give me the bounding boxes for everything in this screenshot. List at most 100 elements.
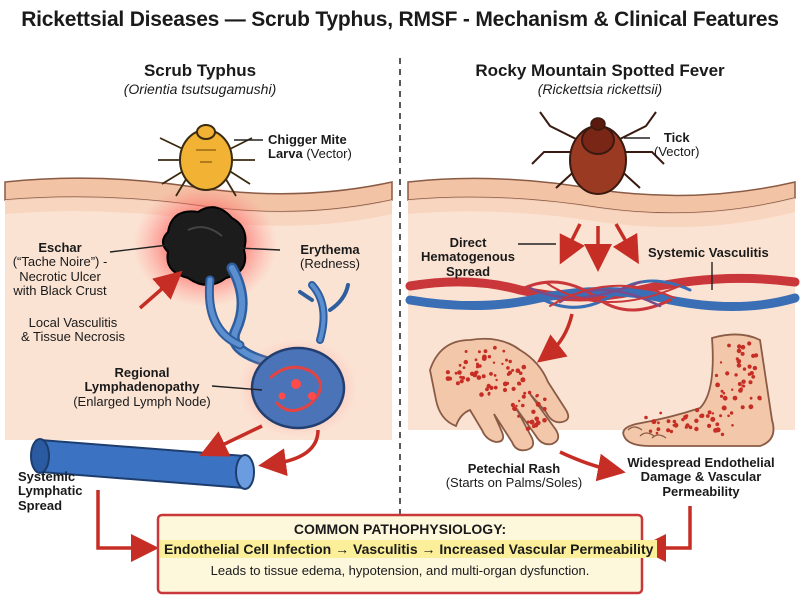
petechia-dot xyxy=(714,373,719,378)
petechia-dot xyxy=(476,362,479,366)
systemic-line-2: Lymphatic xyxy=(18,483,83,499)
petechia-dot xyxy=(747,364,752,369)
petechia-dot xyxy=(475,364,480,369)
petechia-dot xyxy=(751,375,756,379)
petechia-dot xyxy=(510,402,515,408)
lymphatic-vessels xyxy=(204,262,350,368)
petechia-dot xyxy=(659,411,663,415)
petechia-dot xyxy=(683,414,688,420)
right-arrows xyxy=(536,313,692,562)
petechia-dot xyxy=(657,421,660,425)
systemic-line-3: Spread xyxy=(18,497,63,513)
petechia-dot xyxy=(721,405,727,411)
petechia-dot xyxy=(492,361,496,364)
petechia-dot xyxy=(736,348,742,354)
petechia-dot xyxy=(469,371,475,376)
petechia-dot xyxy=(523,391,527,395)
petechia-dot xyxy=(651,419,657,425)
eschar-title: Eschar xyxy=(38,240,82,255)
petechia-dot xyxy=(535,393,539,397)
damage-line-1: Widespread Endothelial xyxy=(627,455,775,470)
petechia-dot xyxy=(740,344,746,350)
petechia-dot xyxy=(477,350,481,354)
petechia-dot xyxy=(511,386,516,391)
petechia-dot xyxy=(719,394,724,398)
tick-name: Tick xyxy=(663,130,690,145)
petechia-dot xyxy=(711,412,715,415)
petechia-dot xyxy=(742,367,747,371)
petechia-dot xyxy=(445,376,451,381)
eschar-label: Eschar (“Tache Noire”) - Necrotic Ulcer … xyxy=(8,240,112,298)
petechia-dot xyxy=(518,399,521,403)
petechia-dot xyxy=(734,373,738,377)
petechia-dot xyxy=(694,418,699,423)
eschar-line-3: with Black Crust xyxy=(13,282,107,298)
rash-sub: (Starts on Palms/Soles) xyxy=(445,475,583,491)
petechia-dot xyxy=(749,396,753,400)
local-vasculitis-label: Local Vasculitis & Tissue Necrosis xyxy=(14,315,132,345)
petechia-dot xyxy=(487,392,491,396)
petechia-dot xyxy=(515,368,521,374)
petechia-dot xyxy=(474,358,478,362)
lymphadenopathy-label: Regional Lymphadenopathy (Enlarged Lymph… xyxy=(70,365,214,409)
petechia-dot xyxy=(699,414,703,418)
local-vasculitis-line-2: & Tissue Necrosis xyxy=(20,329,126,345)
petechia-dot xyxy=(445,370,450,375)
eschar-line-2: Necrotic Ulcer xyxy=(19,268,101,284)
petechia-dot xyxy=(527,390,532,395)
petechia-dot xyxy=(722,391,726,395)
petechia-dot xyxy=(707,410,712,415)
petechia-dot xyxy=(461,376,466,380)
petechia-dot xyxy=(672,419,677,424)
petechia-dot xyxy=(720,432,725,437)
petechiae-dots xyxy=(445,341,762,437)
petechia-dot xyxy=(505,381,510,386)
systemic-lymphatic-label: Systemic Lymphatic Spread xyxy=(18,469,83,513)
petechia-dot xyxy=(493,374,497,377)
petechia-dot xyxy=(732,395,738,401)
petechia-dot xyxy=(531,409,536,414)
petechia-dot xyxy=(758,396,762,401)
eschar xyxy=(162,206,247,286)
petechia-dot xyxy=(731,388,734,391)
petechia-dot xyxy=(740,351,745,356)
petechia-dot xyxy=(508,359,512,364)
left-arrows xyxy=(96,270,320,562)
petechia-dot xyxy=(719,414,723,418)
endothelial-damage-label: Widespread Endothelial Damage & Vascular… xyxy=(616,455,786,499)
petechia-dot xyxy=(739,387,743,391)
petechia-dot xyxy=(454,371,458,375)
right-leaders xyxy=(518,243,713,290)
petechia-dot xyxy=(514,408,517,412)
eschar-line-1: (“Tache Noire”) - xyxy=(12,254,108,270)
petechia-dot xyxy=(495,378,498,382)
petechia-dot xyxy=(741,379,746,384)
petechia-dot xyxy=(493,385,498,390)
petechia-dot xyxy=(669,429,674,434)
petechia-dot xyxy=(729,411,734,415)
petechia-dot xyxy=(465,377,471,382)
left-organism: (Orientia tsutsugamushi) xyxy=(123,81,277,97)
petechia-dot xyxy=(731,424,734,427)
petechia-dot xyxy=(737,344,742,349)
left-leaders xyxy=(109,244,281,391)
petechia-dot xyxy=(455,381,460,386)
petechia-dot xyxy=(688,425,693,430)
petechia-dot xyxy=(526,420,530,424)
petechia-dot xyxy=(493,345,497,350)
petechia-dot xyxy=(529,419,535,425)
petechia-dot xyxy=(741,384,745,388)
petechia-dot xyxy=(520,377,526,383)
left-heading: Scrub Typhus xyxy=(143,61,257,80)
petechia-dot xyxy=(521,403,525,408)
petechia-dot xyxy=(666,419,671,424)
petechia-dot xyxy=(482,354,487,360)
petechia-dot xyxy=(459,379,464,384)
petechia-dot xyxy=(518,371,523,376)
petechia-dot xyxy=(534,416,539,422)
petechial-rash-label: Petechial Rash (Starts on Palms/Soles) xyxy=(432,461,596,491)
lymph-line-1: Regional xyxy=(114,365,170,380)
petechia-dot xyxy=(656,427,661,432)
petechia-dot xyxy=(672,424,676,427)
